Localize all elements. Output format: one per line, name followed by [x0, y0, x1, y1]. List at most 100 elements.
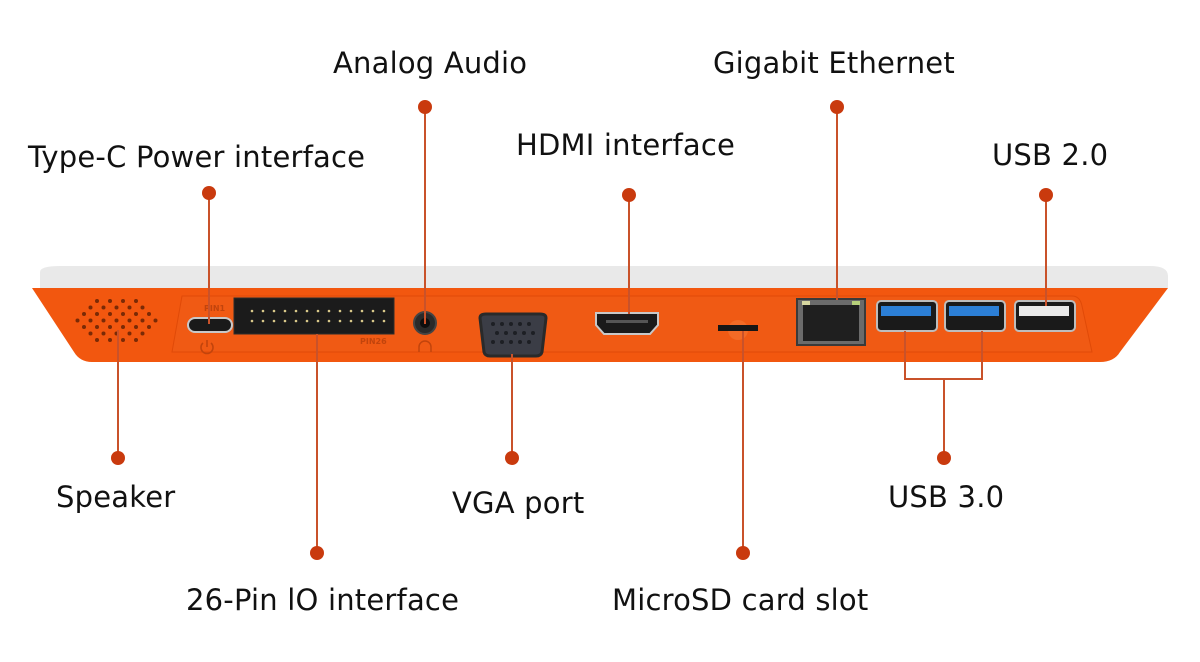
speaker-hole [140, 331, 145, 336]
speaker-hole [95, 338, 99, 342]
usb2-leader [1045, 196, 1047, 306]
speaker-hole [134, 338, 138, 342]
speaker-hole [101, 331, 106, 336]
speaker-hole [121, 299, 125, 303]
io-pin [316, 309, 320, 313]
speaker-hole [127, 305, 132, 310]
io-pin [261, 309, 265, 313]
vga-pin [518, 322, 522, 326]
usb3-leader-1 [904, 331, 906, 379]
label-analog-audio: Analog Audio [333, 46, 528, 80]
ethernet-dot [830, 100, 844, 114]
io-pin [283, 319, 287, 323]
speaker-hole [127, 331, 132, 336]
speaker-hole [108, 338, 112, 342]
audio-dot [418, 100, 432, 114]
io-pin [305, 309, 309, 313]
io-pin [360, 319, 364, 323]
headphone-icon [418, 340, 432, 352]
hdmi-dot [622, 188, 636, 202]
speaker-hole [101, 318, 106, 323]
io-pin [250, 319, 254, 323]
usb3-port-2 [944, 300, 1006, 332]
microsd-dot [736, 546, 750, 560]
vga-pin [513, 331, 517, 335]
speaker-hole [108, 312, 112, 316]
speaker-dot [111, 451, 125, 465]
io-pin [316, 319, 320, 323]
io-pins [250, 309, 386, 323]
speaker-hole [101, 305, 106, 310]
speaker-hole [108, 299, 112, 303]
label-hdmi: HDMI interface [516, 128, 736, 162]
io-pin [305, 319, 309, 323]
speaker-hole [140, 305, 145, 310]
label-usb2: USB 2.0 [992, 138, 1109, 172]
vga-pin [504, 331, 508, 335]
vga-pin [509, 322, 513, 326]
usb3-dot [937, 451, 951, 465]
hdmi-leader [628, 196, 630, 314]
io-pin [371, 319, 375, 323]
speaker-hole [114, 318, 119, 323]
speaker-hole [88, 318, 93, 323]
label-io-26pin: 26-Pin lO interface [186, 583, 460, 617]
label-microsd: MicroSD card slot [612, 583, 869, 617]
io-pin [338, 319, 342, 323]
io-pin [349, 309, 353, 313]
label-type-c-power: Type-C Power interface [28, 140, 366, 174]
speaker-hole [134, 299, 138, 303]
io-pin [360, 309, 364, 313]
speaker-grille [75, 299, 158, 342]
speaker-hole [95, 325, 99, 329]
io-pin [250, 309, 254, 313]
audio-leader [424, 108, 426, 324]
speaker-hole [121, 312, 125, 316]
speaker-hole [127, 318, 132, 323]
vga-pin [531, 331, 535, 335]
vga-pin [527, 340, 531, 344]
speaker-hole [108, 325, 112, 329]
io-pin [272, 309, 276, 313]
speaker-hole [82, 312, 86, 316]
io-pin [327, 309, 331, 313]
speaker-hole [88, 305, 93, 310]
speaker-hole [147, 312, 151, 316]
vga-pin [527, 322, 531, 326]
speaker-hole [95, 312, 99, 316]
speaker-hole [95, 299, 99, 303]
vga-pin [509, 340, 513, 344]
label-speaker: Speaker [56, 480, 176, 514]
io-pin [294, 319, 298, 323]
vga-pin [495, 331, 499, 335]
io-pin [272, 319, 276, 323]
type-c-leader [208, 194, 210, 324]
vga-pin [491, 340, 495, 344]
type-c-dot [202, 186, 216, 200]
io-pin [371, 309, 375, 313]
io-pin [382, 319, 386, 323]
power-icon [200, 340, 214, 355]
speaker-hole [114, 305, 119, 310]
speaker-hole [147, 325, 151, 329]
type-c-port [187, 317, 233, 333]
io-pin [261, 319, 265, 323]
speaker-hole [134, 312, 138, 316]
speaker-hole [82, 325, 86, 329]
speaker-hole [121, 325, 125, 329]
vga-pin [518, 340, 522, 344]
io-pin [327, 319, 331, 323]
io-pin [294, 309, 298, 313]
vga-port [478, 312, 548, 358]
speaker-hole [140, 318, 145, 323]
ethernet-leader [836, 108, 838, 300]
io-pin [382, 309, 386, 313]
vga-dot [505, 451, 519, 465]
usb3-leader-2 [981, 331, 983, 379]
vga-pin [491, 322, 495, 326]
pin1-label: PIN1 [204, 304, 226, 313]
device-top-lid [40, 266, 1168, 288]
io-dot [310, 546, 324, 560]
vga-pin [522, 331, 526, 335]
